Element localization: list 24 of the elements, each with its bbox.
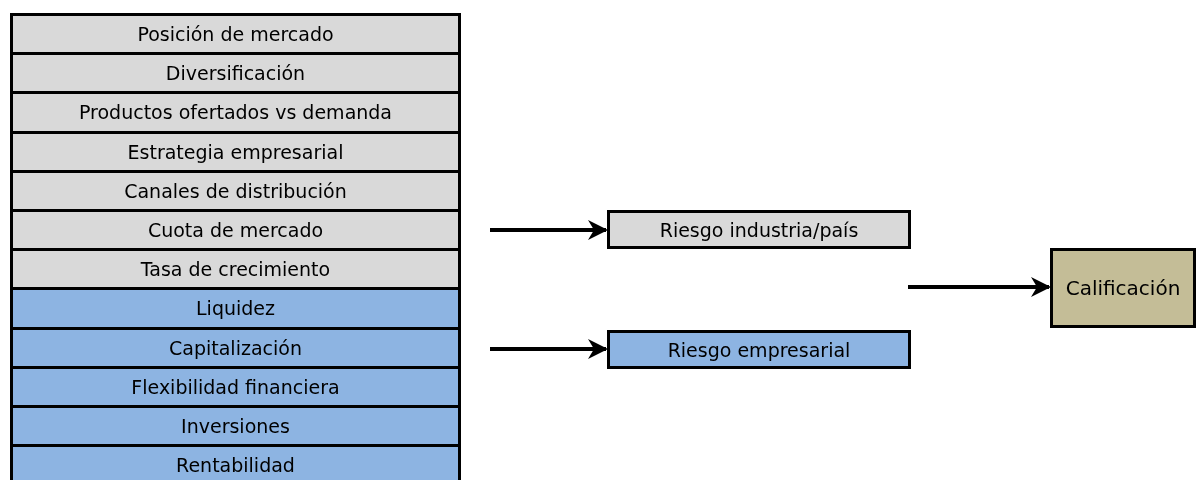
- box-label: Diversificación: [165, 62, 306, 85]
- result-box: [1050, 248, 1196, 328]
- box-label: Tasa de crecimiento: [140, 258, 331, 281]
- box-label: Flexibilidad financiera: [131, 375, 340, 398]
- box-label: Riesgo industria/país: [659, 218, 859, 241]
- box-label: Productos ofertados vs demanda: [78, 101, 393, 124]
- box-label: Liquidez: [196, 297, 275, 320]
- box-label: Capitalización: [169, 336, 302, 359]
- box-label: Cuota de mercado: [147, 219, 324, 242]
- box-label: Canales de distribución: [124, 179, 347, 202]
- box-label: Inversiones: [181, 415, 290, 438]
- factor-row: [10, 287, 461, 330]
- arrow: [908, 277, 1051, 297]
- box-label: Rentabilidad: [176, 454, 295, 477]
- box-label: Posición de mercado: [137, 23, 334, 46]
- risk-box: [607, 210, 911, 249]
- box-label: Riesgo empresarial: [667, 338, 851, 361]
- box-label: Estrategia empresarial: [127, 140, 344, 163]
- factor-row: [10, 444, 461, 480]
- arrow: [490, 339, 608, 359]
- risk-box: [607, 330, 911, 369]
- factor-row: [10, 91, 461, 134]
- arrow: [490, 220, 608, 240]
- box-label: Calificación: [1065, 276, 1181, 300]
